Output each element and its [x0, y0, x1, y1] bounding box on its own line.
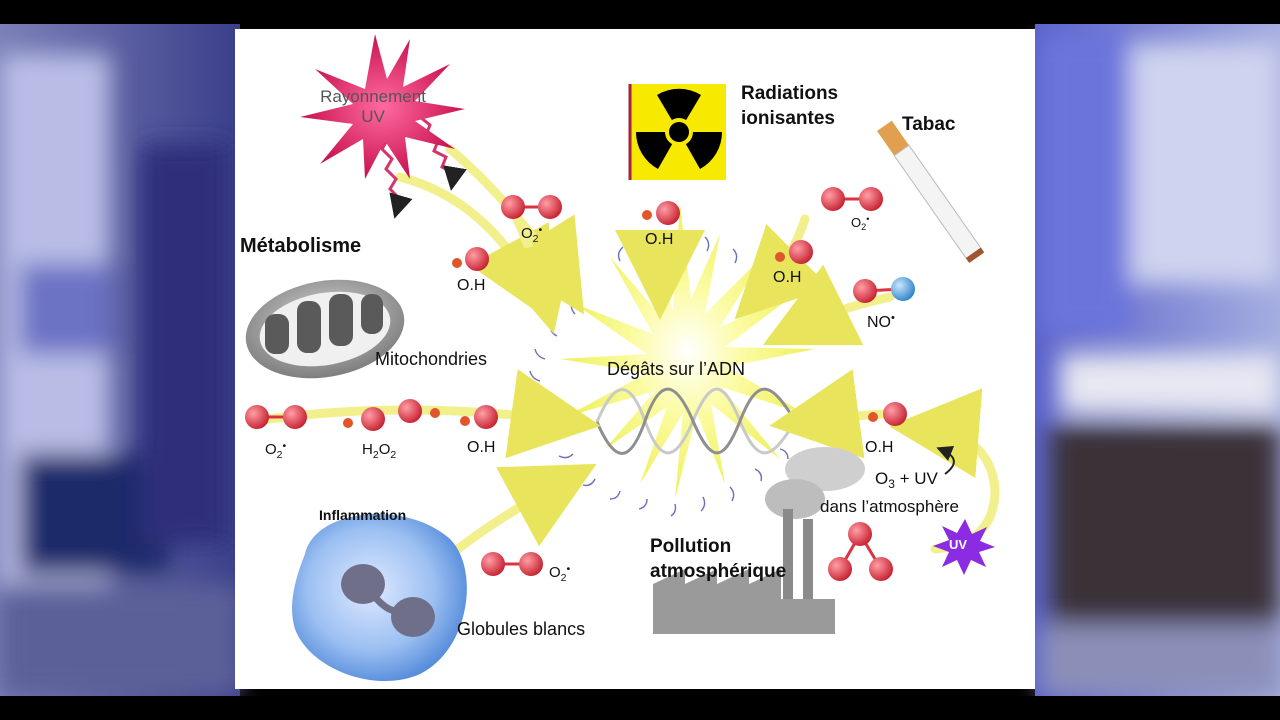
label-uv-line2: UV — [361, 107, 385, 126]
o2-sup: • — [282, 439, 287, 452]
label-o2-bottom: O2• — [549, 562, 571, 584]
label-radiation-line1: Radiations — [741, 83, 839, 104]
white-blood-cell-icon — [292, 513, 467, 682]
h2o2-sub2: 2 — [390, 448, 397, 461]
label-o2-tobacco: O2• — [851, 214, 870, 233]
molecules — [245, 187, 915, 576]
label-pollution-line2: atmosphérique — [650, 561, 787, 582]
label-uv: Rayonnement UV — [313, 87, 433, 127]
h2o2-h: H — [362, 441, 373, 458]
o2-sub: 2 — [861, 222, 867, 233]
o2-sub: 2 — [532, 232, 539, 245]
o2-base: O — [521, 225, 533, 242]
o2-sub: 2 — [276, 448, 283, 461]
label-ozone-sub: 3 — [888, 477, 895, 492]
no-sup: • — [891, 312, 895, 325]
label-h2o2: H2O2 — [362, 441, 397, 461]
h2o2-sub1: 2 — [372, 448, 379, 461]
blurred-studio-background — [0, 24, 1280, 696]
label-ozone: O3 + UV — [875, 469, 938, 492]
label-no: NO• — [867, 312, 895, 332]
label-tobacco: Tabac — [902, 114, 956, 135]
uv-small-icon — [933, 519, 995, 575]
diagram-slide: Rayonnement UV Radiations ionisantes Tab… — [235, 29, 1035, 689]
label-pollution: Pollution atmosphérique — [650, 534, 786, 584]
mitochondria-icon — [245, 279, 405, 379]
label-o2-top: O2• — [521, 223, 543, 245]
h2o2-o: O — [378, 441, 391, 458]
letterbox-bottom — [0, 696, 1280, 720]
label-metabolism: Métabolisme — [240, 235, 362, 257]
label-inflammation: Inflammation — [319, 507, 407, 523]
dna-helix — [595, 387, 797, 455]
ozone-molecule — [828, 522, 893, 581]
label-radiation: Radiations ionisantes — [741, 81, 838, 131]
label-o2-left: O2• — [265, 439, 287, 461]
label-atmosphere: dans l’atmosphère — [820, 497, 959, 516]
o2-sup: • — [566, 562, 571, 575]
label-uv-badge: UV — [949, 537, 968, 552]
o2-sup: • — [866, 214, 870, 225]
uv-burst-icon — [300, 34, 465, 179]
o2-base: O — [549, 564, 561, 581]
o2-sup: • — [538, 223, 543, 236]
ozone-arrow — [936, 446, 955, 475]
cigarette-icon — [877, 120, 985, 263]
o2-base: O — [265, 441, 277, 458]
o2-base: O — [851, 215, 862, 230]
no-base: NO — [867, 314, 891, 331]
o2-sub: 2 — [560, 571, 567, 584]
label-oh-tobacco: O.H — [773, 269, 802, 286]
damage-burst — [560, 204, 815, 499]
label-uv-line1: Rayonnement — [320, 87, 426, 106]
label-radiation-line2: ionisantes — [741, 108, 835, 129]
label-oh-right: O.H — [865, 439, 894, 456]
label-white-cells: Globules blancs — [457, 619, 586, 639]
label-oh-uv: O.H — [457, 277, 486, 294]
label-oh-left: O.H — [467, 439, 496, 456]
diagram-graphics — [245, 34, 1000, 682]
letterbox-top — [0, 0, 1280, 24]
radiation-icon — [628, 84, 726, 180]
label-dna-damage: Dégâts sur l’ADN — [607, 359, 746, 379]
factory-icon — [653, 447, 865, 634]
label-mitochondria: Mitochondries — [375, 349, 488, 369]
label-oh-radiation: O.H — [645, 231, 674, 248]
label-ozone-uv: + UV — [894, 469, 938, 488]
label-ozone-o: O — [875, 469, 889, 488]
label-pollution-line1: Pollution — [650, 536, 732, 557]
